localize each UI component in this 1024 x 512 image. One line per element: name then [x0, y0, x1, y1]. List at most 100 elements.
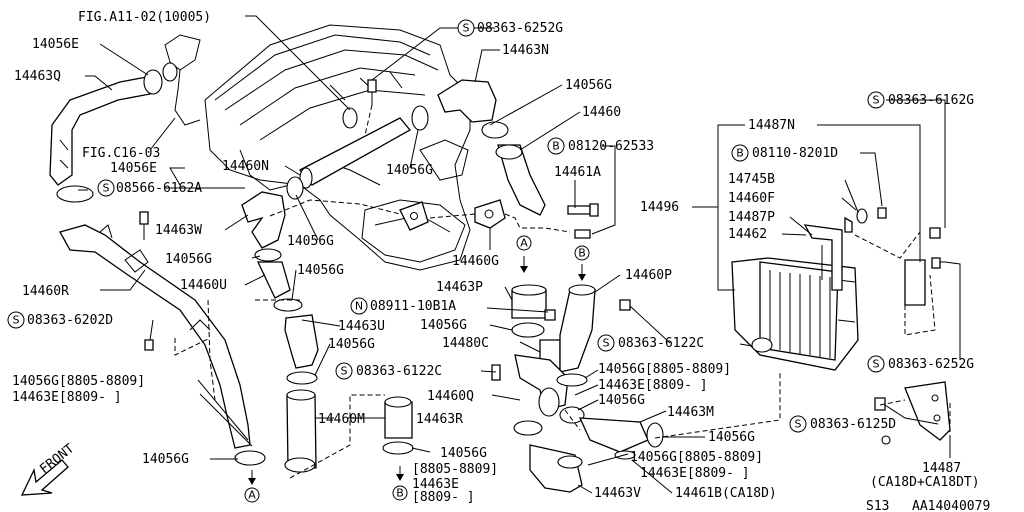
label-14056g-3[interactable]: 14056G[8805-8809] [12, 374, 145, 389]
label-14460p[interactable]: 14460P [625, 268, 672, 283]
label-14487p[interactable]: 14487P [728, 210, 775, 225]
label-14460[interactable]: 14460 [582, 105, 621, 120]
bolt-08363-6122c-mid[interactable] [491, 364, 501, 381]
label-14463r[interactable]: 14463R [416, 412, 463, 427]
bracket-14487p[interactable] [803, 224, 843, 291]
label-8809-a[interactable]: [8809- ] [412, 490, 475, 505]
label-08363-6122c-mid[interactable]: 08363-6122C [356, 364, 442, 379]
label-14056g-8[interactable]: 14056G [328, 337, 375, 352]
pipe-14460r[interactable] [59, 224, 251, 449]
label-14056g-11[interactable]: 14056G [598, 393, 645, 408]
label-14463n[interactable]: 14463N [502, 43, 549, 58]
clamp-14056g-11[interactable] [559, 406, 585, 424]
label-14461b[interactable]: 14461B(CA18D) [675, 486, 777, 501]
bolt-08363-6122c-r[interactable] [619, 299, 631, 311]
label-14460n[interactable]: 14460N [222, 159, 269, 174]
label-14487[interactable]: 14487 [922, 461, 961, 476]
hose-14463n[interactable] [437, 79, 497, 123]
clamp-14056g-6[interactable] [286, 176, 304, 200]
washer-14460f[interactable] [856, 208, 868, 224]
clamp-14056g-2[interactable] [273, 298, 303, 312]
label-14056g-12[interactable]: 14056G [708, 430, 755, 445]
label-14745b[interactable]: 14745B [728, 172, 775, 187]
label-14463e-3[interactable]: 14463E[8809- ] [598, 378, 708, 393]
label-08363-6252g-r[interactable]: 08363-6252G [888, 357, 974, 372]
label-14463e-2[interactable]: 14463E [412, 477, 459, 492]
label-14056g-bl[interactable]: 14056G [142, 452, 189, 467]
label-08566[interactable]: 08566-6162A [116, 181, 202, 196]
pipe-14460q[interactable] [514, 354, 569, 417]
pipe-14460n[interactable] [298, 117, 411, 189]
bracket-14462[interactable] [844, 216, 853, 233]
label-14056g-4[interactable]: 14056G [565, 78, 612, 93]
clamp-14056g-bl[interactable] [234, 450, 266, 466]
pipe-14460m[interactable] [286, 389, 317, 469]
label-08363-6122c-r[interactable]: 08363-6122C [618, 336, 704, 351]
label-14487n[interactable]: 14487N [748, 118, 795, 133]
intercooler-14496[interactable] [731, 257, 859, 371]
label-ca18[interactable]: (CA18D+CA18DT) [870, 475, 980, 490]
label-08911[interactable]: 08911-10B1A [370, 299, 456, 314]
clamp-14056g-1[interactable] [254, 248, 282, 262]
label-08110[interactable]: 08110-8201D [752, 146, 838, 161]
label-08120[interactable]: 08120-62533 [568, 139, 654, 154]
hose-14463u[interactable] [284, 314, 319, 369]
bolt-14461a[interactable] [567, 203, 599, 217]
label-14460m[interactable]: 14460M [318, 412, 365, 427]
label-08363-6162g[interactable]: 08363-6162G [888, 93, 974, 108]
label-14462[interactable]: 14462 [728, 227, 767, 242]
hose-14463p[interactable] [511, 284, 547, 319]
label-8805-8809-a[interactable]: [8805-8809] [412, 462, 498, 477]
hose-14463w[interactable] [241, 191, 286, 249]
clamp-14056e-mid[interactable] [56, 185, 94, 203]
clamp-14056g-13[interactable] [513, 420, 543, 436]
label-fig-c16[interactable]: FIG.C16-03 [82, 146, 160, 161]
label-14056g-10[interactable]: 14056G[8805-8809] [598, 362, 731, 377]
clamp-14056g-7[interactable] [511, 322, 545, 338]
pipe-14460p[interactable] [559, 284, 596, 373]
label-14460g[interactable]: 14460G [452, 254, 499, 269]
label-14056g-9[interactable]: 14056G [440, 446, 487, 461]
hose-14463m[interactable] [578, 417, 649, 453]
label-14463w[interactable]: 14463W [155, 223, 202, 238]
label-14460f[interactable]: 14460F [728, 191, 775, 206]
clamp-14056g-10[interactable] [556, 373, 588, 387]
gasket-14460g[interactable] [474, 199, 506, 229]
clamp-14056g-4[interactable] [481, 121, 509, 139]
bolt-08363-6252g-top[interactable] [367, 79, 377, 105]
bracket-14487[interactable] [904, 381, 951, 441]
label-14056g-1[interactable]: 14056G [165, 252, 212, 267]
label-14056g-2[interactable]: 14056G [297, 263, 344, 278]
bolt-08110[interactable] [877, 207, 887, 219]
bolt-08566[interactable] [139, 211, 149, 240]
clamp-14056g-8[interactable] [286, 371, 318, 385]
bolt-08363-6162g[interactable] [929, 227, 941, 239]
bolt-08363-6125d[interactable] [874, 397, 886, 411]
hose-14463v[interactable] [529, 444, 583, 493]
bolt-08363-6252g-r[interactable] [931, 257, 941, 269]
pipe-14460[interactable] [495, 144, 546, 216]
label-14461a[interactable]: 14461A [554, 165, 601, 180]
label-14496[interactable]: 14496 [640, 200, 679, 215]
label-14463m[interactable]: 14463M [667, 405, 714, 420]
label-14463u[interactable]: 14463U [338, 319, 385, 334]
label-14460u[interactable]: 14460U [180, 278, 227, 293]
label-14056g-5[interactable]: 14056G [386, 163, 433, 178]
label-14463v[interactable]: 14463V [594, 486, 641, 501]
label-14056g-13[interactable]: 14056G[8805-8809] [630, 450, 763, 465]
clamp-14056g-9[interactable] [382, 441, 414, 455]
label-14056g-7[interactable]: 14056G [420, 318, 467, 333]
label-fig-a11[interactable]: FIG.A11-02(10005) [78, 10, 211, 25]
label-08363-6125d[interactable]: 08363-6125D [810, 417, 896, 432]
clamp-14056g-5[interactable] [411, 105, 429, 131]
clamp-14056e-top[interactable] [143, 62, 178, 95]
label-08363-6252g-top[interactable]: 08363-6252G [477, 21, 563, 36]
clamp-top-center[interactable] [342, 107, 358, 129]
pipe-14460u[interactable] [256, 261, 291, 299]
label-14463p[interactable]: 14463P [436, 280, 483, 295]
label-14056e-mid[interactable]: 14056E [110, 161, 157, 176]
nut-08911[interactable] [544, 309, 556, 321]
bolt-08363-6202d[interactable] [144, 339, 154, 351]
clamp-14056g-12[interactable] [646, 422, 664, 448]
label-08363-6202d[interactable]: 08363-6202D [27, 313, 113, 328]
